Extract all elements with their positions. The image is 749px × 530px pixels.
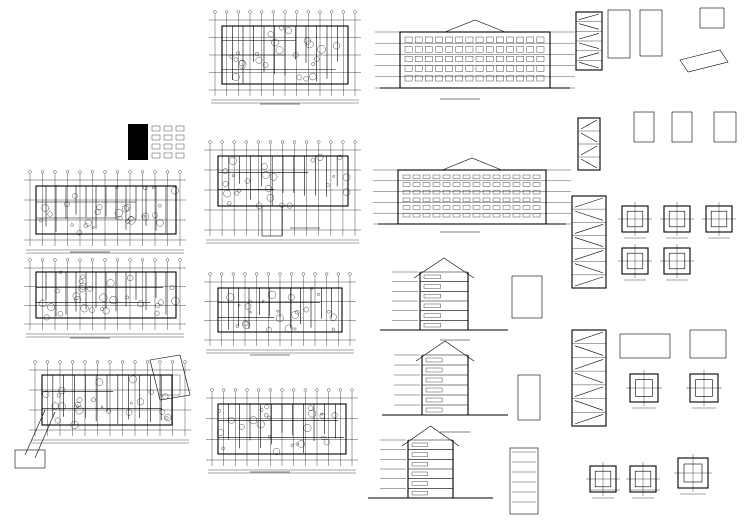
legend-swatch — [128, 124, 148, 160]
floor-plan-1 — [24, 170, 186, 254]
floor-plan-7 — [206, 388, 358, 474]
legend-table — [128, 124, 185, 160]
floor-plan-2 — [24, 258, 186, 339]
section-b — [382, 340, 541, 433]
section-a — [380, 257, 543, 341]
detail-plans — [586, 454, 712, 499]
floor-plan-4 — [209, 10, 361, 105]
stair-section-2 — [577, 111, 737, 171]
floor-plan-3 — [14, 354, 191, 469]
stair-section-4 — [571, 329, 727, 427]
floor-plan-6 — [204, 272, 356, 356]
front-elevation — [375, 19, 575, 100]
stair-section-3 — [571, 195, 736, 289]
side-elevation — [373, 157, 571, 233]
stair-section-1 — [575, 7, 729, 73]
floor-plan-5 — [204, 140, 361, 244]
section-c — [368, 425, 539, 515]
